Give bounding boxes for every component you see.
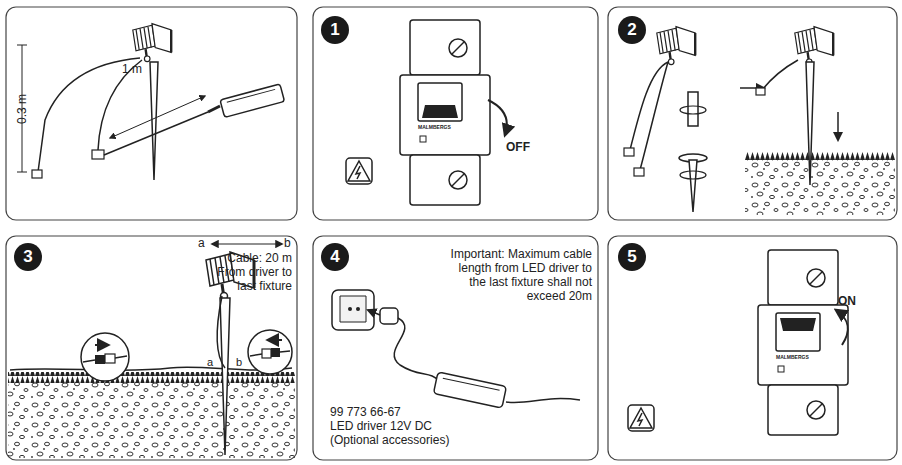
cable-note: Cable: 20 m [190, 251, 292, 265]
cable-end: b [236, 356, 248, 369]
step-number: 1 [321, 16, 349, 44]
step-number: 5 [618, 243, 646, 271]
brand-mark: MALMBERGS [776, 354, 826, 360]
dimension: 0.3 m [15, 89, 29, 129]
brand-mark: MALMBERGS [418, 124, 468, 130]
cable-note: From driver to last fixture [202, 265, 292, 293]
step-number-text: 4 [330, 247, 339, 266]
important-note: Important: Maximum cable length from LED… [442, 247, 592, 303]
switch-state: OFF [506, 140, 546, 154]
switch-state: ON [838, 294, 878, 308]
step-number: 2 [618, 16, 646, 44]
dimension: 1 m [122, 62, 162, 76]
cable-end: a [207, 356, 219, 369]
step-number-text: 1 [330, 20, 339, 39]
step-number-text: 5 [627, 247, 636, 266]
step-number: 4 [321, 243, 349, 271]
part-note: (Optional accessories) [330, 433, 480, 447]
step-number-text: 2 [627, 20, 636, 39]
step-number-text: 3 [23, 247, 32, 266]
cable-end: a [198, 236, 212, 250]
part-number: 99 773 66-67 [330, 405, 480, 419]
part-name: LED driver 12V DC [330, 419, 480, 433]
step-number: 3 [14, 243, 42, 271]
cable-end: b [284, 236, 298, 250]
